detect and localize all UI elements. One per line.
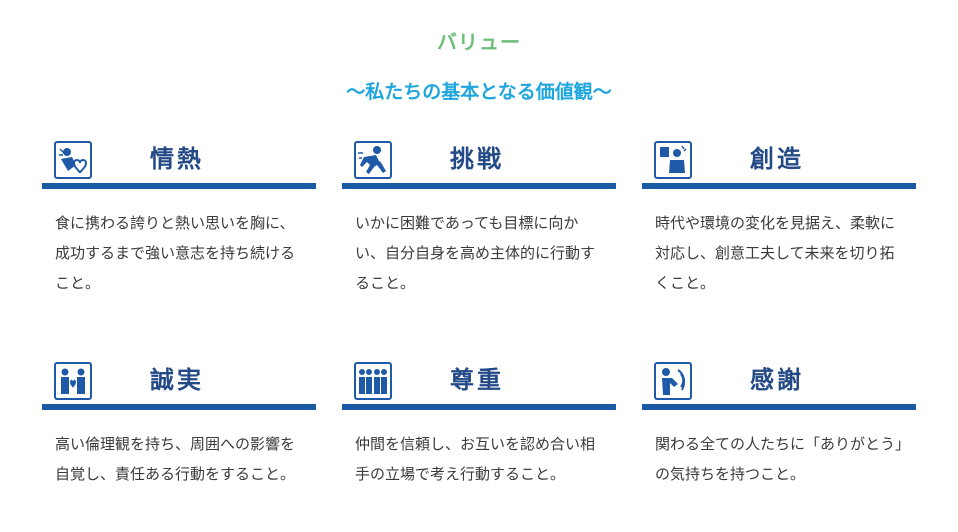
value-title-passion: 情熱 bbox=[150, 145, 204, 173]
respect-icon bbox=[354, 362, 392, 400]
section-subtitle: 〜私たちの基本となる価値観〜 bbox=[346, 81, 612, 103]
creation-icon bbox=[654, 141, 692, 179]
value-description-gratitude: 関わる全ての人たちに「ありがとう」の気持ちを持つこと。 bbox=[655, 435, 903, 483]
value-description-sincerity: 高い倫理観を持ち、周囲への影響を自覚し、責任ある行動をすること。 bbox=[55, 435, 296, 483]
value-description-respect: 仲間を信頼し、お互いを認め合い相手の立場で考え行動すること。 bbox=[355, 435, 596, 483]
card-rule bbox=[642, 183, 916, 189]
value-card-sincerity: 誠実 高い倫理観を持ち、周囲への影響を自覚し、責任ある行動をすること。 bbox=[42, 362, 316, 489]
value-title-creation: 創造 bbox=[750, 145, 804, 173]
value-title-sincerity: 誠実 bbox=[150, 366, 204, 394]
value-title-gratitude: 感謝 bbox=[750, 366, 804, 394]
value-card-passion: 情熱 食に携わる誇りと熱い思いを胸に、成功するまで強い意志を持ち続けること。 bbox=[42, 141, 316, 298]
value-card-creation: 創造 時代や環境の変化を見据え、柔軟に対応し、創意工夫して未来を切り拓くこと。 bbox=[642, 141, 916, 298]
passion-icon bbox=[54, 141, 92, 179]
value-card-challenge: 挑戦 いかに困難であっても目標に向かい、自分自身を高め主体的に行動すること。 bbox=[342, 141, 616, 298]
card-rule bbox=[42, 183, 316, 189]
card-rule bbox=[342, 183, 616, 189]
gratitude-icon bbox=[654, 362, 692, 400]
value-description-creation: 時代や環境の変化を見据え、柔軟に対応し、創意工夫して未来を切り拓くこと。 bbox=[655, 214, 896, 292]
challenge-icon bbox=[354, 141, 392, 179]
value-card-respect: 尊重 仲間を信頼し、お互いを認め合い相手の立場で考え行動すること。 bbox=[342, 362, 616, 489]
value-title-respect: 尊重 bbox=[450, 366, 504, 394]
sincerity-icon bbox=[54, 362, 92, 400]
card-rule bbox=[42, 404, 316, 410]
card-rule bbox=[342, 404, 616, 410]
value-description-passion: 食に携わる誇りと熱い思いを胸に、成功するまで強い意志を持ち続けること。 bbox=[55, 214, 296, 292]
value-description-challenge: いかに困難であっても目標に向かい、自分自身を高め主体的に行動すること。 bbox=[355, 214, 596, 292]
section-title: バリュー bbox=[437, 30, 521, 54]
value-card-gratitude: 感謝 関わる全ての人たちに「ありがとう」の気持ちを持つこと。 bbox=[642, 362, 916, 489]
value-title-challenge: 挑戦 bbox=[450, 145, 504, 173]
card-rule bbox=[642, 404, 916, 410]
